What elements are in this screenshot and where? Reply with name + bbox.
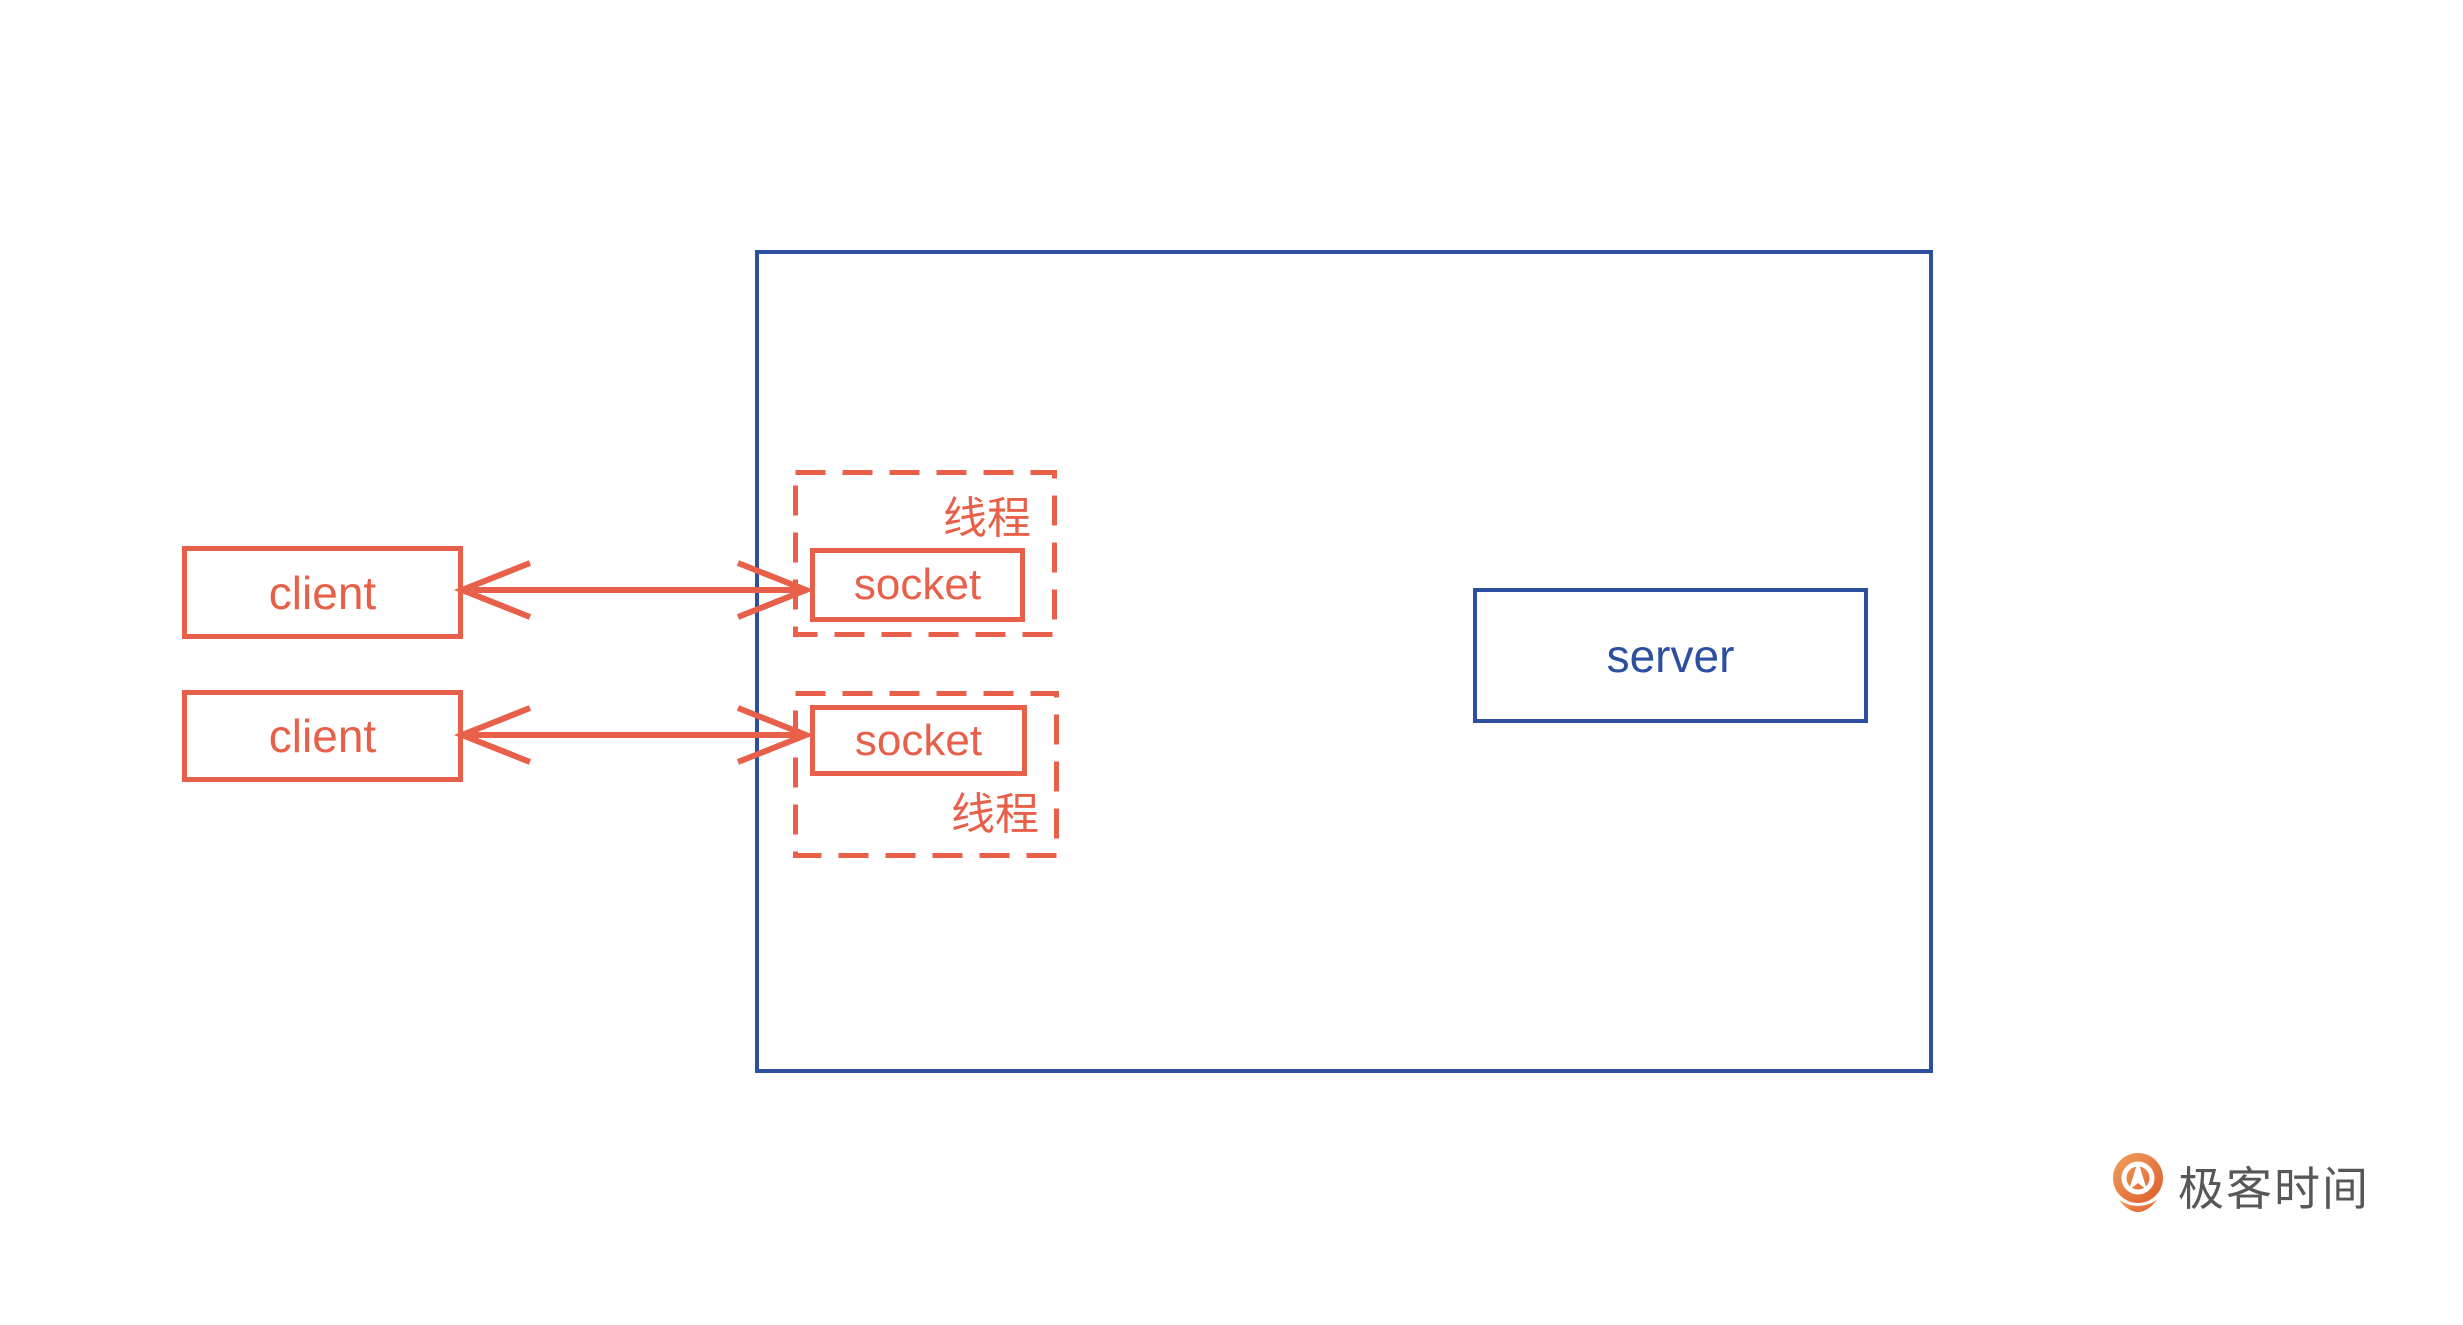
arrowhead-left — [453, 705, 532, 765]
geektime-logo-icon — [2113, 1153, 2163, 1212]
geektime-logo-text: 极客时间 — [2178, 1163, 2370, 1215]
socket-box-1: socket — [810, 548, 1025, 622]
client-box-1: client — [182, 546, 463, 639]
arrowhead-left — [453, 560, 532, 620]
client-label-1: client — [268, 566, 377, 619]
client-label-2: client — [268, 710, 377, 762]
server-boundary-box — [755, 250, 1933, 1073]
server-box: server — [1473, 588, 1868, 723]
socket-label-1: socket — [853, 560, 982, 609]
thread-label-1: 线程 — [943, 494, 1031, 543]
thread-box-2: 线程 socket — [793, 691, 1059, 858]
thread-box-1: 线程 socket — [793, 470, 1057, 637]
socket-label-2: socket — [854, 715, 983, 765]
thread-label-2: 线程 — [951, 790, 1039, 839]
server-label: server — [1606, 629, 1735, 682]
socket-box-2: socket — [810, 705, 1027, 776]
dashed-border-1 — [793, 470, 1057, 637]
dashed-border-2 — [793, 691, 1059, 858]
geektime-logo: 极客时间 — [2112, 1152, 2370, 1220]
client-box-2: client — [182, 690, 463, 782]
